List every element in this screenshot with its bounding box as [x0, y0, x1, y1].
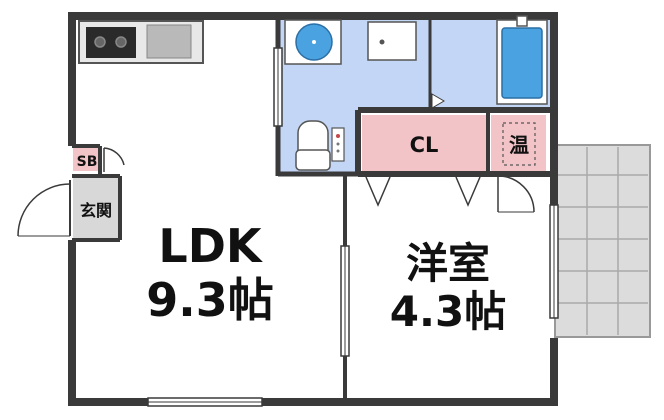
shoe-box-door [103, 147, 125, 172]
western-room-size-label: 4.3帖 [390, 287, 506, 336]
window-south [147, 397, 263, 407]
window-east [549, 204, 559, 319]
water-heater-box [502, 122, 536, 166]
sliding-door-ldk [340, 245, 350, 357]
western-room-door [497, 175, 535, 213]
closet-label: CL [410, 133, 439, 157]
toilet [295, 120, 345, 171]
walls [68, 12, 558, 406]
closet-doors [365, 176, 481, 207]
bathtub [496, 15, 548, 105]
ldk-size-label: 9.3帖 [146, 273, 274, 327]
entrance-door [17, 180, 71, 237]
sliding-door-washroom [273, 47, 283, 127]
shoe-box-area [73, 146, 100, 171]
bath-door [429, 70, 445, 109]
balcony [554, 144, 651, 338]
entrance-area [73, 178, 119, 238]
water-heater-label: 温 [509, 133, 529, 157]
shoe-box-label: SB [77, 154, 98, 170]
washbasin [284, 19, 342, 65]
washing-machine-pan [367, 21, 417, 61]
closet-area [362, 115, 486, 172]
water-heater-area [491, 115, 546, 172]
entrance-label: 玄関 [80, 201, 112, 220]
kitchen-counter [78, 20, 204, 64]
ldk-label: LDK [158, 219, 263, 273]
western-room-label: 洋室 [406, 239, 490, 288]
